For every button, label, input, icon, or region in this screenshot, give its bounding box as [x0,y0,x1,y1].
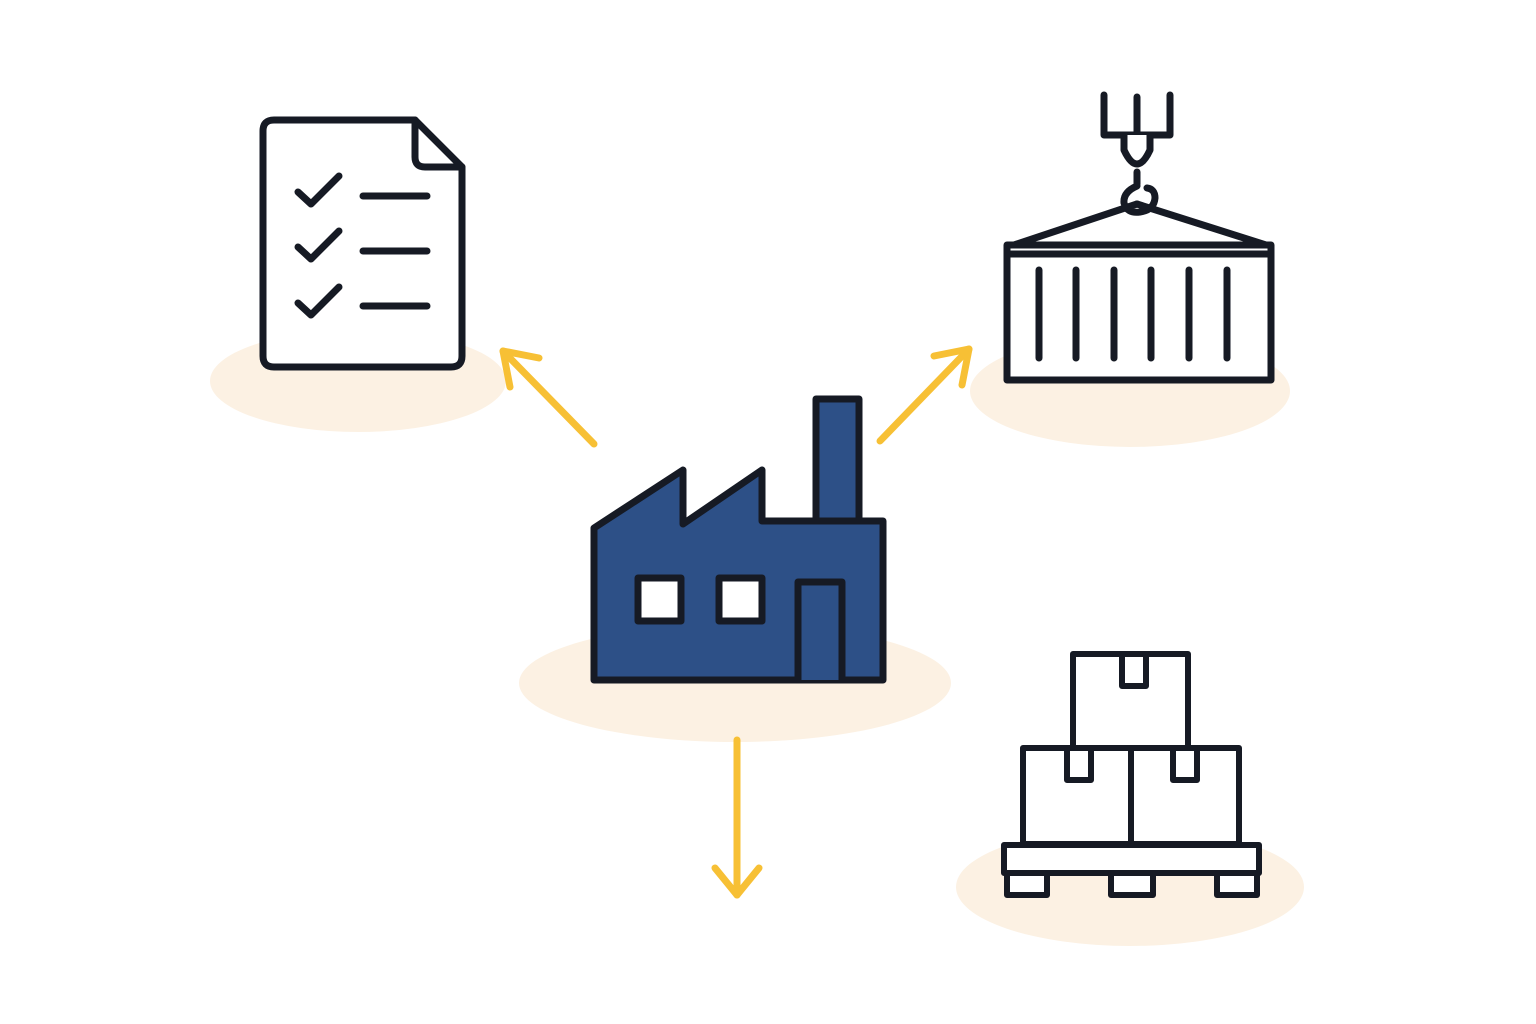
factory-icon [590,395,887,684]
factory-chimney [812,395,863,528]
factory-window [715,574,766,625]
arrow-up-right-icon [876,345,973,445]
shipping-container [1003,241,1275,384]
box-tape [1064,745,1094,783]
crane-hook-icon [1010,91,1270,249]
pallet-foot [1214,870,1260,898]
pallet-foot [1004,870,1050,898]
arrows [499,345,973,899]
crane-container-icon [1003,91,1275,384]
box-tape [1170,745,1200,783]
container-ribs [1035,266,1231,362]
factory-window [634,574,685,625]
pallet-foot [1108,870,1156,898]
check-mark-icon [294,227,343,263]
checklist-document-icon [259,116,466,371]
check-mark-icon [294,283,343,319]
check-mark-icon [294,172,343,208]
arrow-down-icon [711,736,763,899]
pallet-deck [1001,842,1262,876]
factory-door [794,578,846,684]
box-tape [1119,651,1149,689]
pallet-boxes-icon [1001,651,1262,898]
arrow-up-left-icon [499,347,598,448]
